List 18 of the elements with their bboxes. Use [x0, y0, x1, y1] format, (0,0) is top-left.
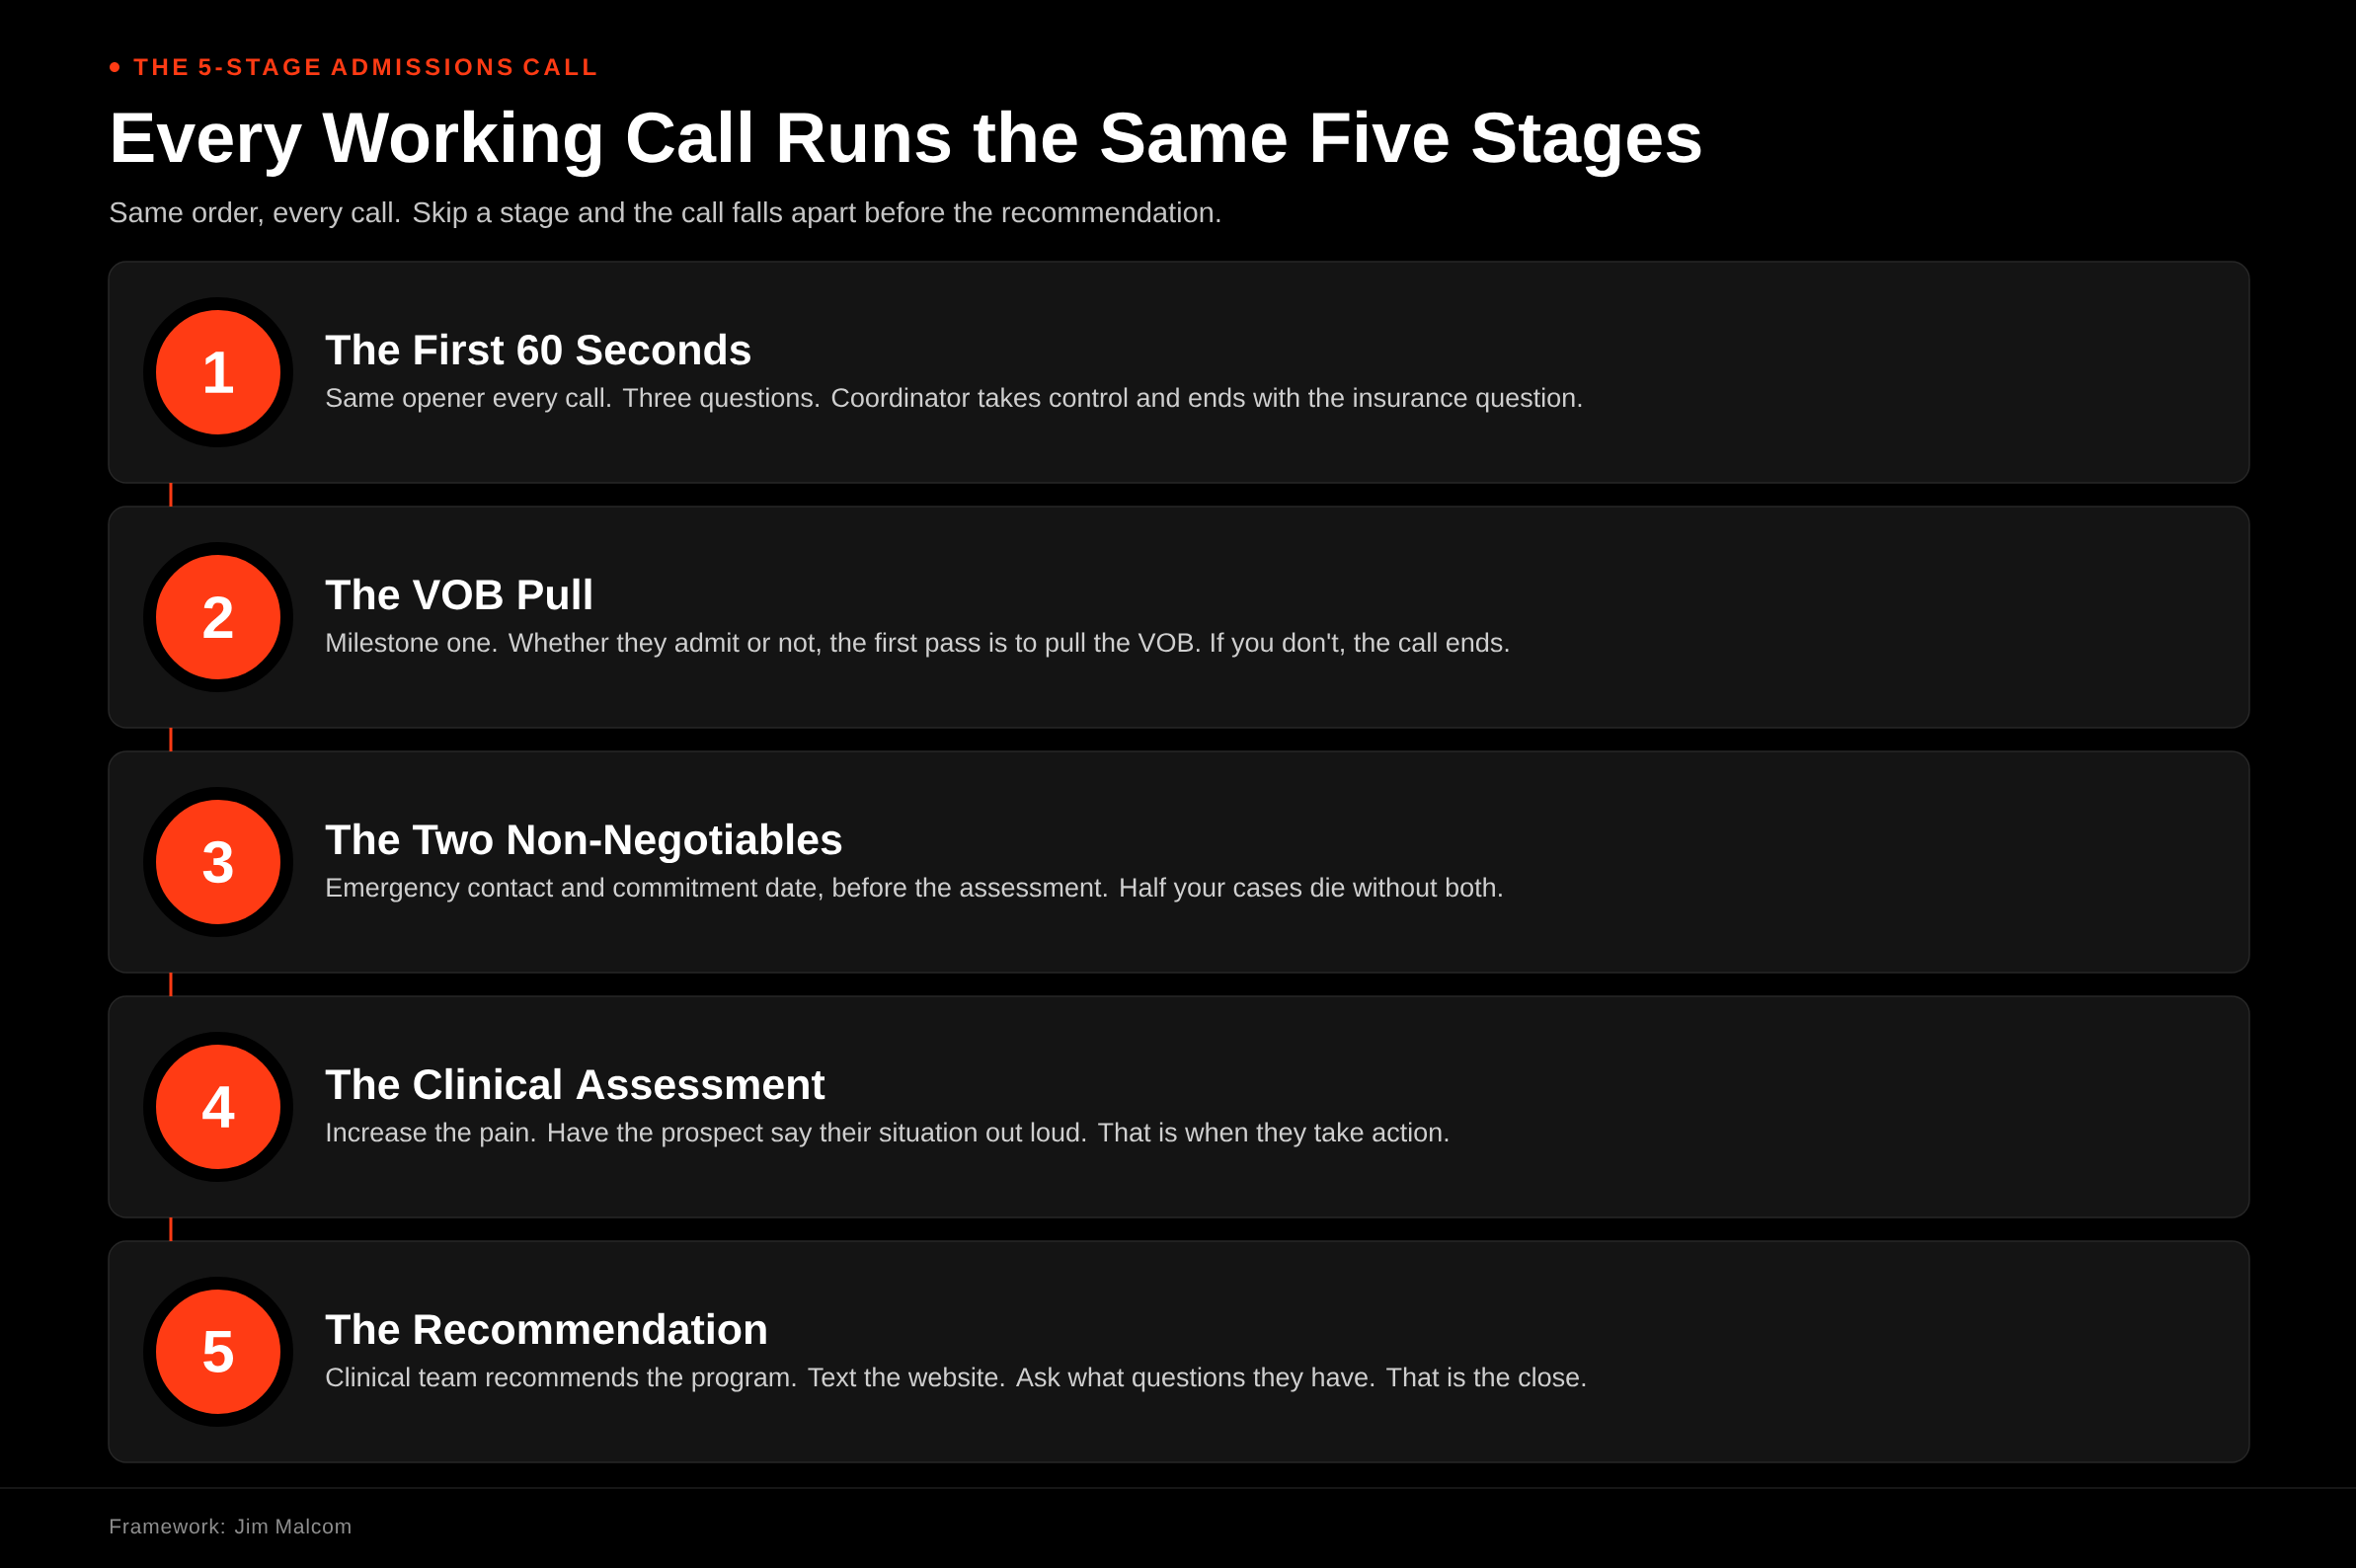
- connector-line: [169, 728, 173, 751]
- stage-description: Emergency contact and commitment date, before the assessment. Half your cases die without both.: [327, 877, 1502, 902]
- stage-title: The Two Non-Negotiables: [325, 823, 842, 864]
- connector-line: [169, 483, 173, 507]
- stage-description: Same opener every call. Three questions. Coordinator takes control and ends with the insurance question.: [326, 387, 1582, 413]
- stage-description: Milestone one. Whether they admit or not, the first pass is to pull the VOB. If you don't, the call ends.: [327, 632, 1509, 658]
- stage-title: The VOB Pull: [325, 578, 591, 610]
- subtitle: Same order, every call. Skip a stage and the call falls apart before the recommendation.: [110, 200, 1220, 228]
- stage-title: The Recommendation: [325, 1312, 766, 1345]
- stage-description: Increase the pain. Have the prospect say their situation out loud. That is when they take action.: [327, 1122, 1449, 1147]
- stage-title: The First 60 Seconds: [325, 333, 750, 365]
- connector-line: [169, 973, 173, 996]
- section-label: THE 5-STAGE ADMISSIONS CALL: [133, 58, 596, 76]
- footer-credit: Framework: Jim Malcom: [110, 1518, 351, 1534]
- page-title: Every Working Call Runs the Same Five Stages: [114, 110, 1701, 178]
- stage-description: Clinical team recommends the program. Text the website. Ask what questions they have. That is the close.: [326, 1367, 1586, 1392]
- connector-line: [169, 1217, 173, 1241]
- stage-title: The Clinical Assessment: [325, 1067, 825, 1100]
